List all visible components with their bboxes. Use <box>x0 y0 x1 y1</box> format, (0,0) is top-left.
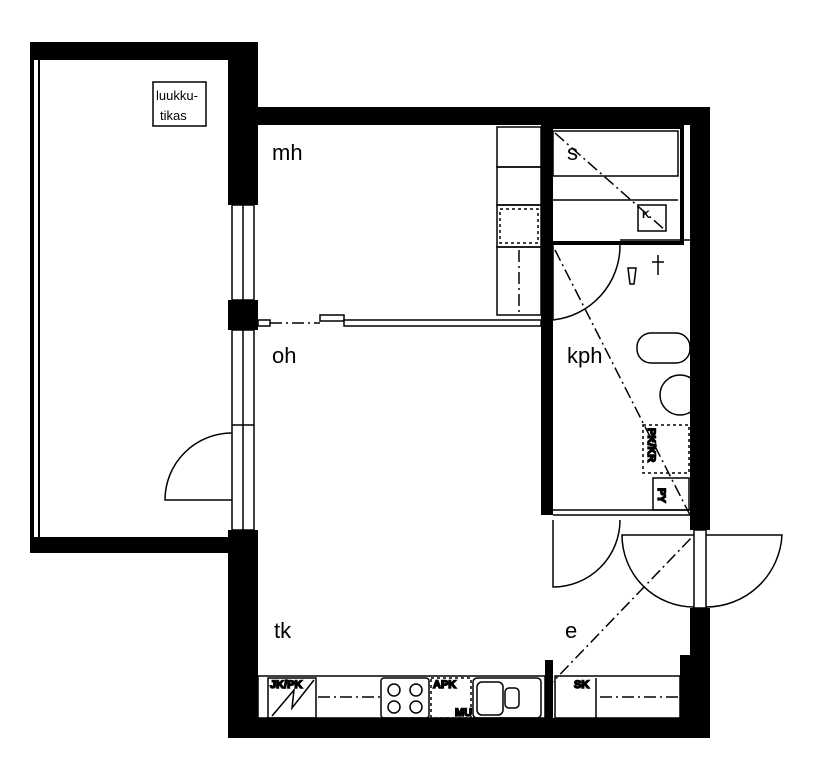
stove <box>380 677 430 719</box>
fridge-label: JK/PK <box>270 679 302 691</box>
balcony-door[interactable] <box>164 432 233 501</box>
room-label-s: s <box>567 140 578 165</box>
room-label-mh: mh <box>272 140 303 165</box>
sauna-door[interactable] <box>552 244 621 321</box>
bathroom-door[interactable] <box>552 519 621 588</box>
wardrobes <box>496 126 542 316</box>
room-label-kph: kph <box>567 343 602 368</box>
kitchen-sink <box>472 677 542 719</box>
entry <box>544 519 783 691</box>
walls <box>30 42 710 738</box>
cabinet-label: PY <box>655 488 667 503</box>
room-label-e: e <box>565 618 577 643</box>
partition <box>257 314 542 327</box>
roof-hatch-ladder: luukku- tikas <box>152 81 207 127</box>
dishwasher-label: APK <box>433 679 456 691</box>
microwave-label: MU <box>455 707 472 719</box>
sauna-stove-label: K <box>642 209 650 221</box>
toilet <box>636 332 691 364</box>
kitchen: JK/PK APK MU SK <box>257 675 681 720</box>
sink <box>659 374 701 416</box>
bathroom-fixtures: PK/KR PY <box>552 239 701 516</box>
hatch-label-line1: luukku- <box>156 88 198 103</box>
drying-cabinet-label: SK <box>574 679 589 691</box>
windows <box>231 204 707 609</box>
front-door[interactable] <box>621 534 695 608</box>
room-label-oh: oh <box>272 343 296 368</box>
hatch-label-line2: tikas <box>160 108 187 123</box>
washer-label: PK/KR <box>645 428 657 462</box>
room-label-tk: tk <box>274 618 292 643</box>
sauna: K <box>543 125 684 245</box>
